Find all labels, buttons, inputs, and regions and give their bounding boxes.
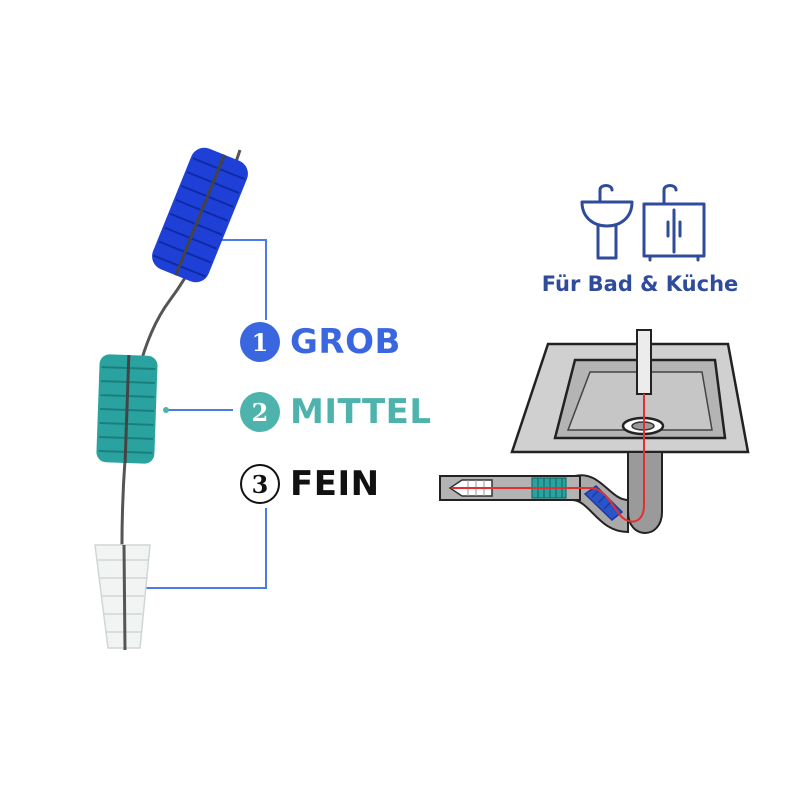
- connector-lines: [140, 239, 267, 589]
- label-grob: GROB: [290, 322, 401, 362]
- label-mittel: MITTEL: [290, 392, 432, 432]
- connector-fein: [140, 508, 267, 589]
- medium-brush-head: [96, 354, 158, 464]
- kitchen-cabinet-sink-icon: [642, 184, 706, 262]
- bathroom-sink-icon: [580, 184, 634, 260]
- fine-brush-head: [94, 544, 151, 651]
- level-fein: 3 FEIN: [240, 464, 380, 504]
- usage-caption: Für Bad & Küche: [541, 272, 739, 296]
- number-badge-3: 3: [240, 464, 280, 504]
- level-grob: 1 GROB: [240, 322, 401, 362]
- connector-grob: [215, 239, 267, 320]
- level-mittel: 2 MITTEL: [240, 392, 432, 432]
- coarse-brush-head: [152, 147, 248, 283]
- label-fein: FEIN: [290, 464, 380, 504]
- number-badge-2: 2: [240, 392, 280, 432]
- sink-drain-illustration: [439, 329, 750, 534]
- number-badge-1: 1: [240, 322, 280, 362]
